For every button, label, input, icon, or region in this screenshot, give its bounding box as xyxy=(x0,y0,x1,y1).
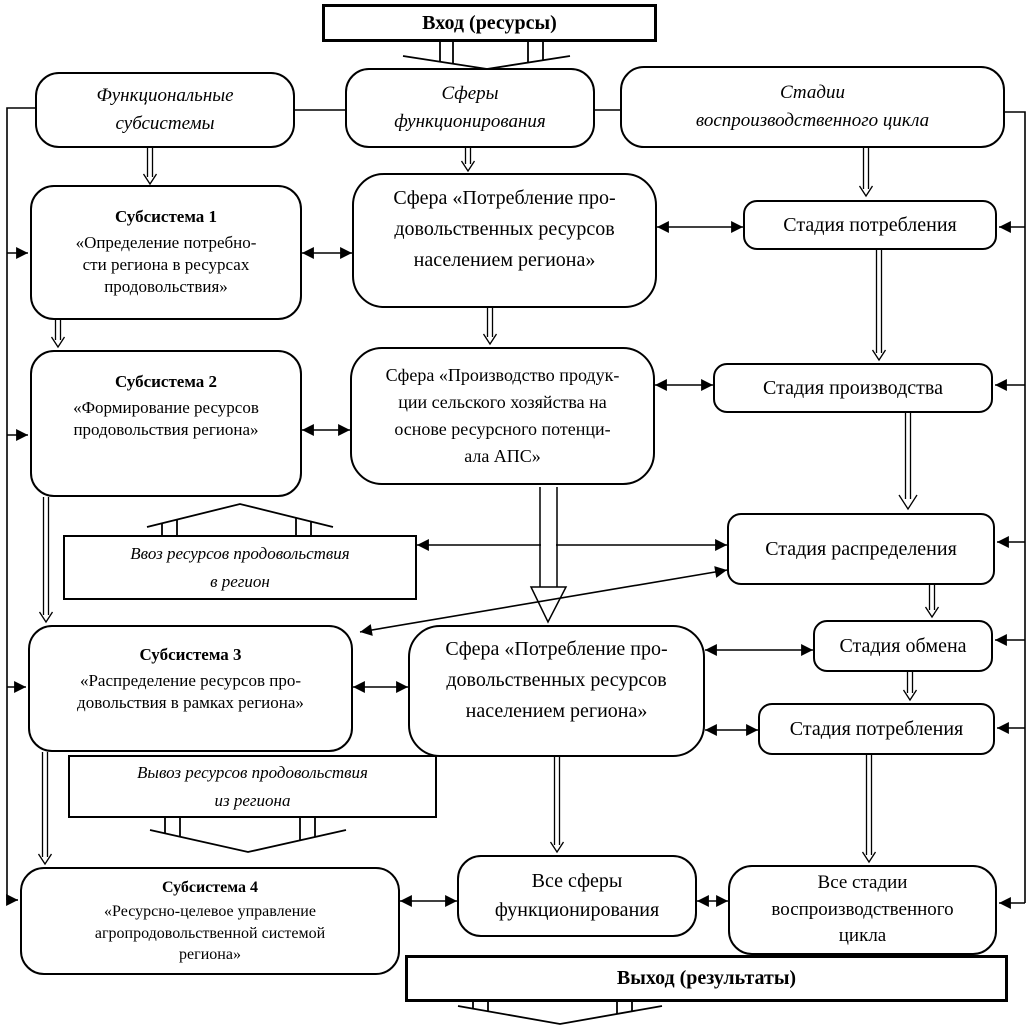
stage-consumption-box-2: Стадия потребления xyxy=(758,703,995,755)
bidirectional-arrows xyxy=(302,221,813,907)
left-feedback-rail xyxy=(6,107,35,906)
stage-distribution-box: Стадия распределения xyxy=(727,513,995,585)
header-to-sub1-arrow xyxy=(142,148,158,186)
subsystem-4-body: «Ресурсно-целевое управление агропродово… xyxy=(94,903,326,963)
export-to-sub4-arrow-shape xyxy=(149,818,347,853)
hollow-flow-arrows xyxy=(37,148,940,866)
subsystem-1-title: Субсистема 1 xyxy=(114,207,218,227)
subsystem-3-box: Субсистема 3 «Распределение ресурсов про… xyxy=(28,625,353,752)
output-box: Выход (результаты) xyxy=(405,955,1008,1002)
subsystem-4-title: Субсистема 4 xyxy=(161,879,259,897)
stage3-subsystem3-diagonal-arrow xyxy=(359,566,728,636)
header-to-sphere1-arrow xyxy=(460,148,476,173)
stage5-to-allstages-arrow xyxy=(861,755,877,864)
input-box: Вход (ресурсы) xyxy=(322,4,657,42)
stage-exchange-box: Стадия обмена xyxy=(813,620,993,672)
subsystem-1-body: «Определение потребно- сти региона в рес… xyxy=(75,232,257,297)
sphere1-to-sphere2-arrow xyxy=(482,308,498,346)
stage-consumption-box-1: Стадия потребления xyxy=(743,200,997,250)
header-spheres: Сферы функционирования xyxy=(345,68,595,148)
subsystem-3-body: «Распределение ресурсов про- довольствия… xyxy=(77,670,304,713)
subsystem-3-title: Субсистема 3 xyxy=(139,645,242,665)
stage-production-box: Стадия производства xyxy=(713,363,993,413)
stage4-to-stage5-arrow xyxy=(902,672,918,702)
subsystem-1-box: Субсистема 1 «Определение потребно- сти … xyxy=(30,185,302,320)
sphere-consumption-box-1: Сфера «Потребление про- довольственных р… xyxy=(352,173,657,308)
subsystem-2-title: Субсистема 2 xyxy=(114,372,218,392)
import-flow-box: Ввоз ресурсов продовольствия в регион xyxy=(63,535,417,600)
header-reproduction-stages: Стадии воспроизводственного цикла xyxy=(620,66,1005,148)
input-arrow-shape xyxy=(402,42,571,70)
output-arrow-shape xyxy=(457,1002,663,1025)
all-spheres-box: Все сферы функционирования xyxy=(457,855,697,937)
all-stages-box: Все стадии воспроизводственного цикла xyxy=(728,865,997,955)
stage2-to-stage3-arrow xyxy=(898,413,918,511)
sub2-to-sub3-arrow xyxy=(38,497,54,624)
sphere-consumption-box-2: Сфера «Потребление про- довольственных р… xyxy=(408,625,705,757)
header-functional-subsystems: Функциональные субсистемы xyxy=(35,72,295,148)
sub3-to-sub4-arrow xyxy=(37,752,53,866)
sub1-to-sub2-arrow xyxy=(50,320,66,349)
sphere3-to-allspheres-arrow xyxy=(549,757,565,854)
stage3-to-stage4-arrow xyxy=(924,585,940,619)
import-to-sub2-arrow-shape xyxy=(146,503,334,535)
subsystem-2-body: «Формирование ресурсов продовольствия ре… xyxy=(73,397,259,440)
header-to-stage1-arrow xyxy=(858,148,874,198)
subsystem-2-box: Субсистема 2 «Формирование ресурсов прод… xyxy=(30,350,302,497)
right-feedback-rail xyxy=(995,111,1026,909)
stage1-to-stage2-arrow xyxy=(871,250,887,362)
export-flow-box: Вывоз ресурсов продовольствия из региона xyxy=(68,755,437,818)
sphere-production-box: Сфера «Производство продук- ции сельског… xyxy=(350,347,655,485)
subsystem-4-box: Субсистема 4 «Ресурсно-целевое управлени… xyxy=(20,867,400,975)
